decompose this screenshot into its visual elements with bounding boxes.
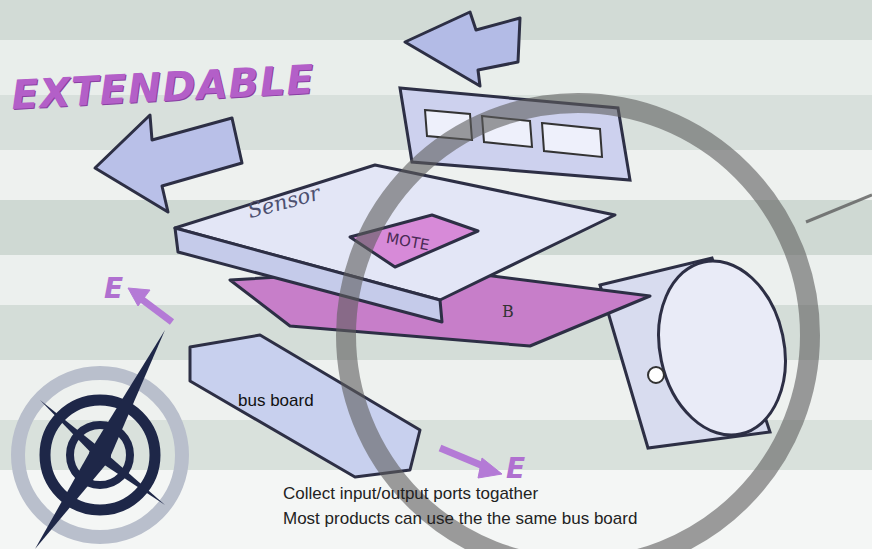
direction-letter: E [104,272,123,305]
board-face [230,268,650,346]
sensor-box: SensorMOTE [170,160,620,325]
arrow-head [128,288,150,306]
compass-needle [35,448,108,549]
module-arrow [405,12,520,86]
bus-board: bus board [185,335,425,480]
board-face [190,335,420,477]
note-text: Most products can use the the same bus b… [283,509,637,529]
board-face [350,215,478,267]
compass-icon [18,330,182,549]
mote-board: MOTE [340,215,480,270]
decor-circle [346,103,810,549]
port-slot [542,123,602,157]
decor-line [806,195,872,222]
cylinder-end [643,249,801,447]
node-label: B [502,302,514,321]
direction-letter: E [506,452,525,485]
compass-ring [18,373,182,537]
extend-arrow [95,115,242,212]
cylinder-hole [648,367,664,383]
arrow-head [478,458,502,478]
port-slot [482,116,532,147]
port-slot [425,110,472,140]
compass-needle [40,400,100,462]
node-label: bus board [238,391,314,411]
compass-needle [92,330,165,462]
note-text: Collect input/output ports togather [283,484,538,504]
module-block [400,88,630,180]
compass-needle [100,448,165,505]
arrow-shaft [140,298,172,322]
headline: EXTENDABLE [10,56,316,118]
